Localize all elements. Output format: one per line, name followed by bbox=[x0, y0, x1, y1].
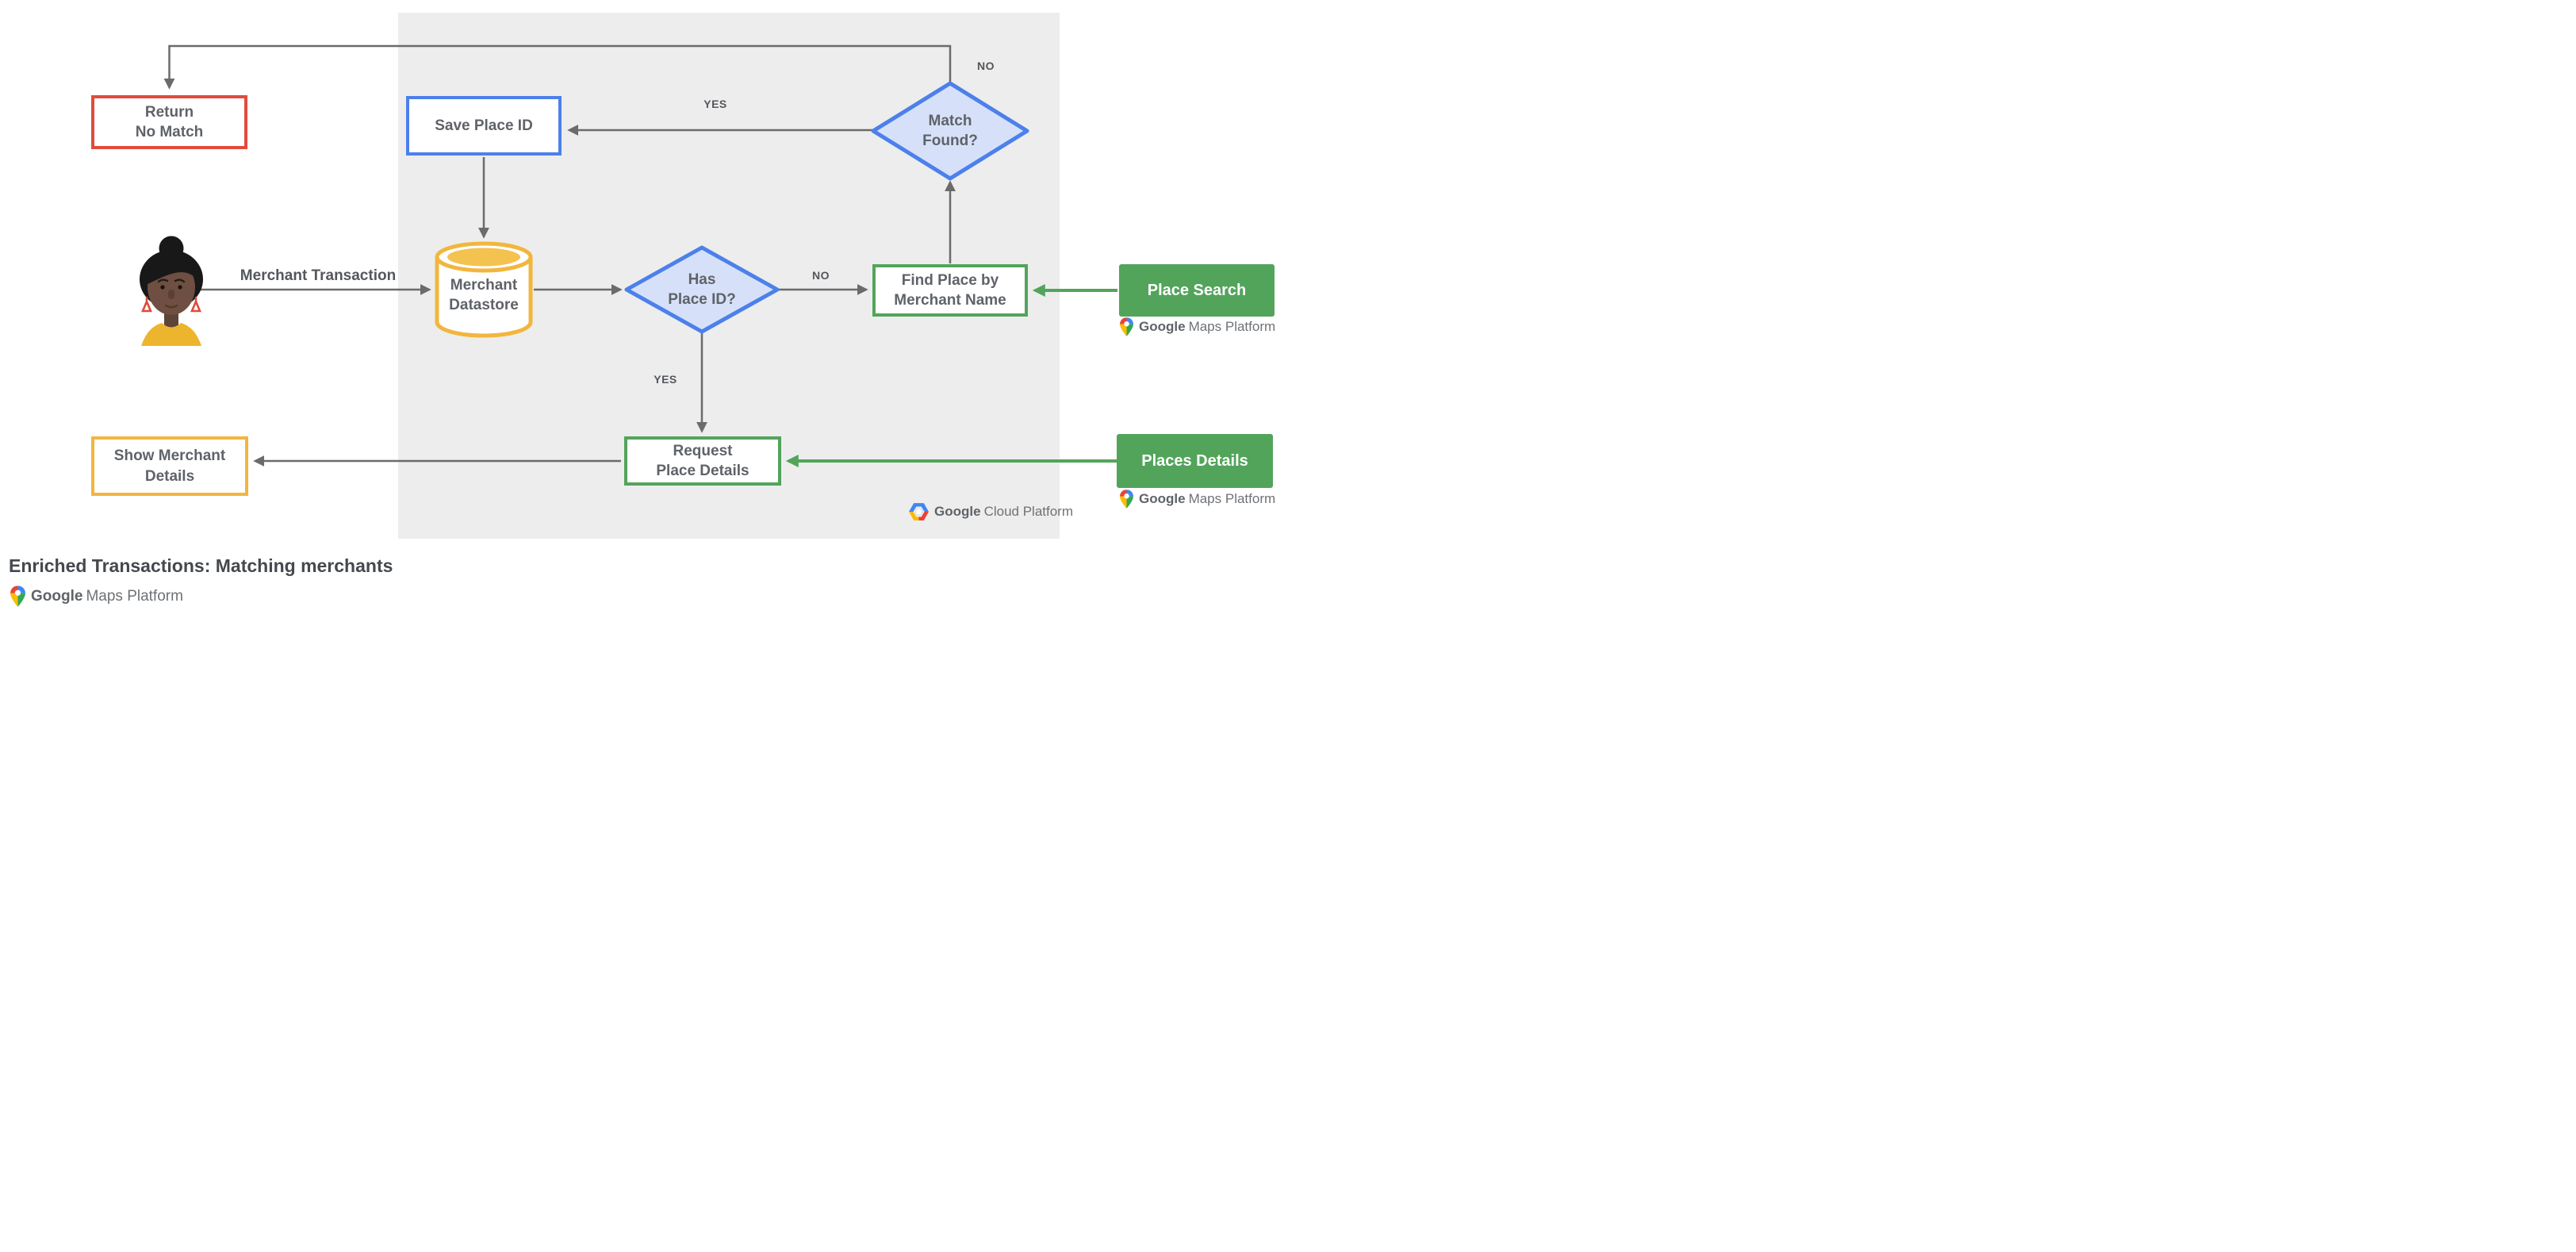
user-avatar bbox=[140, 236, 203, 346]
gcp-hexagon-icon bbox=[909, 503, 929, 520]
has-place-id-no-label: NO bbox=[812, 269, 830, 282]
edge-match-found-no-to-return bbox=[163, 44, 952, 90]
maps-pin-icon bbox=[10, 586, 25, 607]
request-place-details-node: Request Place Details bbox=[624, 436, 781, 486]
places-details-api-node: Places Details bbox=[1117, 434, 1273, 488]
save-place-id-node: Save Place ID bbox=[406, 96, 562, 156]
gmp-footer-rest: Maps Platform bbox=[86, 587, 183, 605]
match-found-no-label: NO bbox=[977, 60, 995, 72]
gmp-footer-google: Google bbox=[31, 587, 83, 605]
merchant-datastore-cylinder bbox=[435, 241, 533, 338]
earring-icon bbox=[141, 297, 201, 313]
place-search-api-node: Place Search bbox=[1119, 264, 1275, 317]
match-found-yes-label: YES bbox=[703, 98, 727, 110]
flowchart-graphics bbox=[140, 44, 1117, 467]
maps-pin-icon bbox=[1120, 317, 1133, 336]
gmp-search-google: Google bbox=[1139, 319, 1186, 334]
has-place-id-diamond bbox=[624, 245, 780, 334]
diagram-title: Enriched Transactions: Matching merchant… bbox=[9, 555, 393, 576]
gmp-search-rest: Maps Platform bbox=[1188, 319, 1276, 334]
show-merchant-details-node: Show Merchant Details bbox=[91, 436, 248, 496]
diagram-canvas: Return No Match Save Place ID Find Place… bbox=[0, 0, 1288, 626]
find-place-by-merchant-name-node: Find Place by Merchant Name bbox=[872, 264, 1028, 317]
has-place-id-yes-label: YES bbox=[654, 373, 677, 386]
maps-pin-icon bbox=[1120, 490, 1133, 509]
return-no-match-node: Return No Match bbox=[91, 95, 247, 149]
merchant-transaction-label: Merchant Transaction bbox=[240, 267, 397, 284]
gmp-details-google: Google bbox=[1139, 491, 1186, 506]
gcp-logo-rest: Cloud Platform bbox=[983, 504, 1073, 519]
gcp-logo-google: Google bbox=[934, 504, 981, 519]
match-found-diamond bbox=[871, 81, 1029, 181]
gmp-details-rest: Maps Platform bbox=[1188, 491, 1276, 506]
